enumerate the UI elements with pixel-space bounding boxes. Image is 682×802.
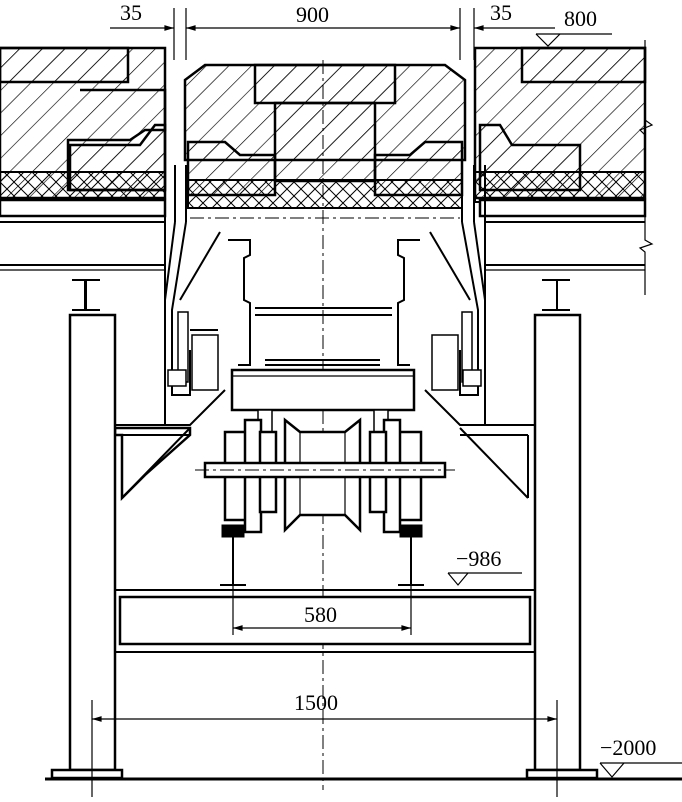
top-dimensions: 35 900 35 800	[110, 0, 612, 60]
trolley	[195, 368, 455, 586]
right-wall-block	[473, 40, 654, 295]
elevation-floor-label: −2000	[600, 735, 656, 760]
platform-frame	[113, 424, 536, 770]
dim-center-width-label: 900	[296, 2, 329, 27]
dim-column-span-label: 1500	[294, 690, 338, 715]
dim-right-gap-label: 35	[490, 0, 512, 25]
left-column	[50, 279, 124, 780]
dim-rail-gauge-label: 580	[304, 602, 337, 627]
right-column	[525, 279, 599, 780]
lower-dimensions: 580 1500 −986 −2000	[91, 546, 682, 797]
left-guide-assembly	[164, 165, 226, 426]
elevation-top-label: 800	[564, 6, 597, 31]
central-block	[183, 63, 467, 219]
dim-left-gap-label: 35	[120, 0, 142, 25]
left-wall-block	[0, 46, 167, 271]
right-guide-assembly	[424, 165, 486, 426]
hanging-beam	[228, 239, 420, 366]
elevation-platform-label: −986	[456, 546, 501, 571]
